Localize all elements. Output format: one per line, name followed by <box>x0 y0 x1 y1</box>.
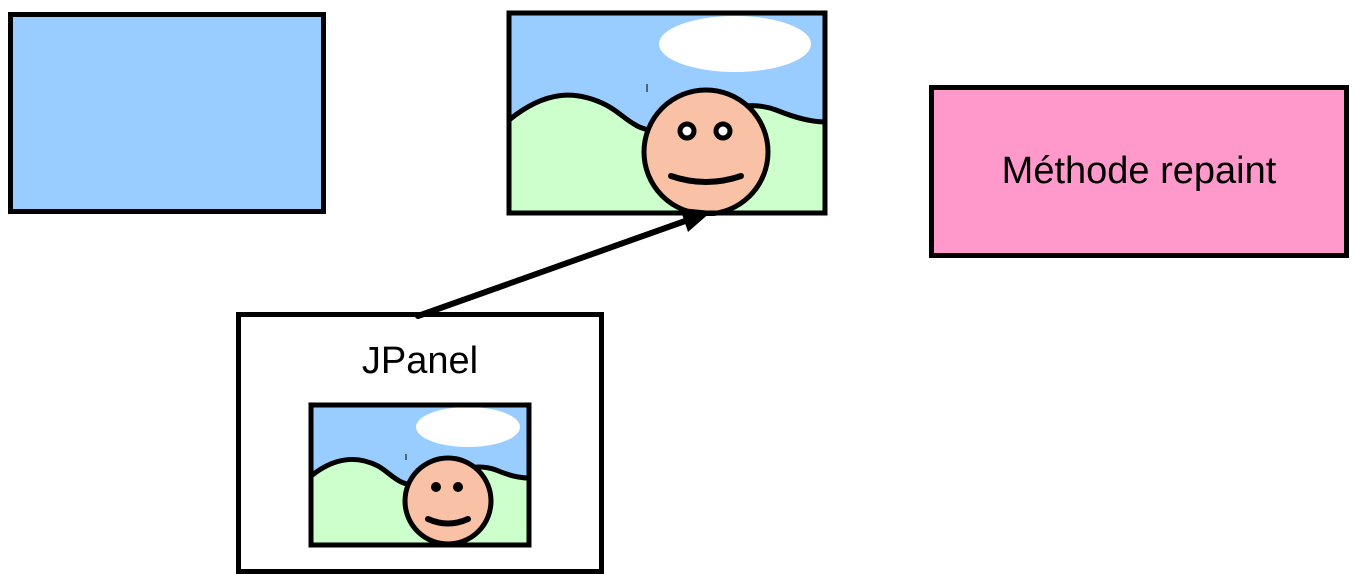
arrow-icon <box>0 0 1355 571</box>
